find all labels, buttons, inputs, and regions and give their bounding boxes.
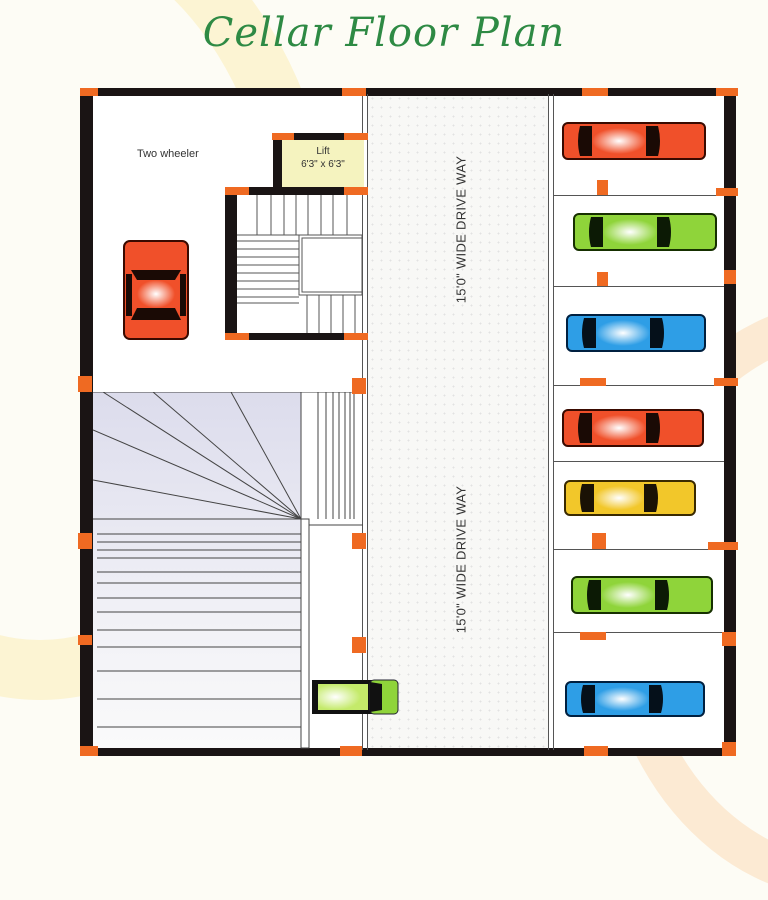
column bbox=[344, 133, 368, 140]
column bbox=[80, 88, 98, 96]
stair-wall-top bbox=[225, 187, 368, 195]
column bbox=[592, 533, 606, 549]
column bbox=[78, 533, 92, 549]
driveway bbox=[368, 94, 548, 750]
lift-wall-top bbox=[272, 133, 368, 140]
column bbox=[597, 272, 608, 286]
driveway-label-upper: 15'0" WIDE DRIVE WAY bbox=[453, 155, 469, 304]
car-left-red bbox=[123, 240, 189, 340]
stair-wall-left bbox=[225, 187, 237, 339]
driveway-line-left-b bbox=[367, 94, 368, 750]
slot-divider bbox=[554, 549, 724, 550]
column bbox=[716, 88, 738, 96]
driveway-line-right-a bbox=[548, 94, 549, 750]
column bbox=[597, 180, 608, 195]
lift-size: 6'3" x 6'3" bbox=[301, 159, 345, 170]
column bbox=[582, 88, 608, 96]
wall-right bbox=[724, 88, 736, 756]
driveway-line-right-b bbox=[553, 94, 554, 750]
driveway-label-lower: 15'0" WIDE DRIVE WAY bbox=[453, 485, 469, 634]
column bbox=[78, 376, 92, 392]
column bbox=[352, 378, 366, 394]
column bbox=[722, 632, 736, 646]
page-title: Cellar Floor Plan bbox=[202, 10, 566, 56]
wall-top bbox=[80, 88, 736, 96]
driveway-line-left-a bbox=[362, 94, 363, 750]
column bbox=[708, 542, 738, 550]
ramp-area bbox=[93, 392, 301, 748]
car-slot-2-green bbox=[573, 213, 717, 251]
column bbox=[716, 188, 738, 196]
car-slot-4-red bbox=[562, 409, 704, 447]
column bbox=[340, 746, 362, 756]
slot-divider bbox=[554, 632, 724, 633]
column bbox=[272, 133, 294, 140]
column bbox=[78, 635, 92, 645]
slot-divider bbox=[554, 286, 724, 287]
staircase-drawing bbox=[237, 195, 362, 333]
car-slot-5-yellow bbox=[564, 480, 696, 516]
car-slot-6-green bbox=[571, 576, 713, 614]
column bbox=[580, 632, 606, 640]
slot-divider bbox=[554, 461, 724, 462]
stair-wall-bottom bbox=[225, 333, 368, 340]
lift-wall-left bbox=[273, 133, 282, 191]
column bbox=[225, 187, 249, 195]
ramp-drawing bbox=[93, 392, 363, 749]
column bbox=[344, 187, 368, 195]
car-slot-3-blue bbox=[566, 314, 706, 352]
lift-name: Lift bbox=[316, 146, 330, 157]
slot-divider bbox=[554, 195, 724, 196]
column bbox=[225, 333, 249, 340]
column bbox=[342, 88, 366, 96]
floor-plan: Two wheeler Lift 6'3" x 6'3" bbox=[78, 88, 738, 756]
car-slot-7-blue bbox=[565, 681, 705, 717]
column bbox=[352, 533, 366, 549]
column bbox=[724, 270, 736, 284]
car-slot-1-red bbox=[562, 122, 706, 160]
column bbox=[584, 746, 608, 756]
column bbox=[722, 742, 736, 756]
slot-divider bbox=[554, 385, 724, 386]
two-wheeler-label: Two wheeler bbox=[137, 148, 199, 160]
column bbox=[344, 333, 368, 340]
wall-left bbox=[80, 88, 93, 756]
car-bottom-green bbox=[312, 679, 399, 715]
column bbox=[714, 378, 738, 386]
lift: Lift 6'3" x 6'3" bbox=[282, 140, 364, 188]
column bbox=[80, 746, 98, 756]
column bbox=[580, 378, 606, 386]
wall-bottom bbox=[80, 748, 736, 756]
column bbox=[352, 637, 366, 653]
